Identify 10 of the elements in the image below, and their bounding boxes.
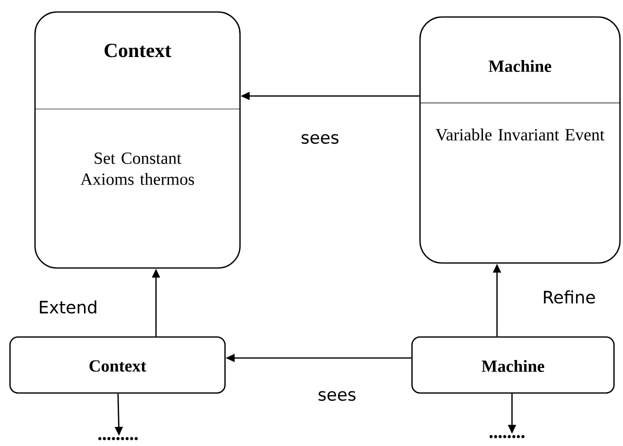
class-box: Context Set Constant Axioms thermos (34, 11, 241, 269)
edge-label: sees (316, 390, 358, 402)
class-box: Machine (411, 336, 615, 394)
edge-label: Extend (37, 299, 99, 315)
edge-label: sees (300, 133, 340, 145)
ellipsis-dots: •••••••• (490, 435, 524, 438)
edge-label: Refine (541, 289, 597, 305)
ellipsis-dots: ••••••••• (98, 437, 138, 440)
class-box: Context (9, 336, 226, 394)
class-box: Machine Variable Invariant Event (419, 16, 621, 264)
